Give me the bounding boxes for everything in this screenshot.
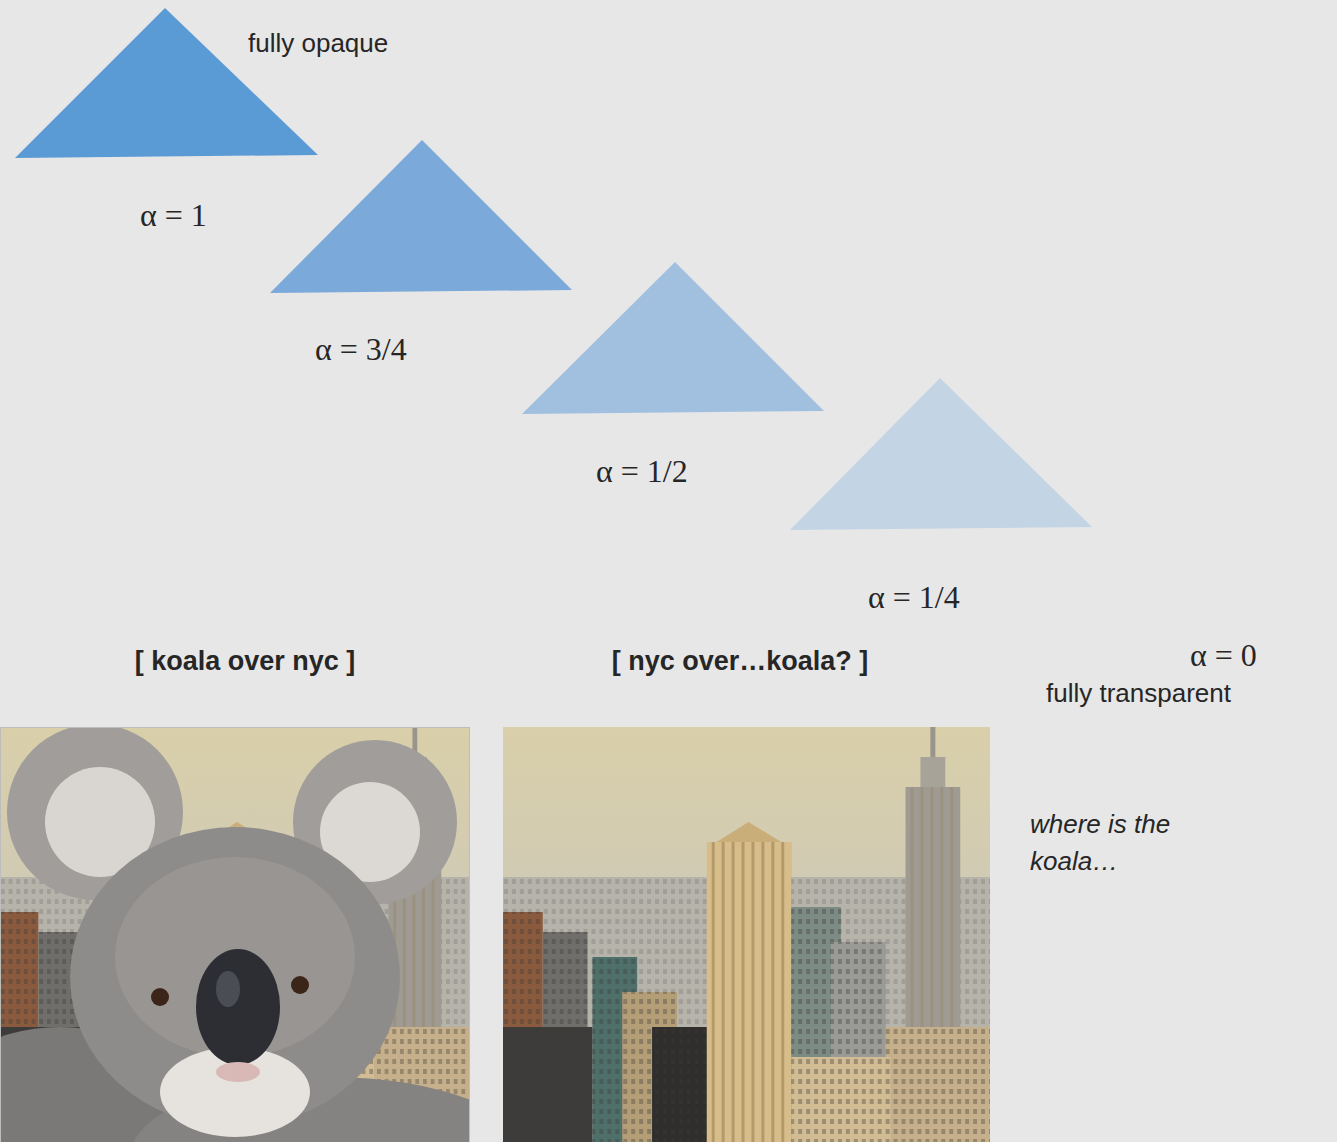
note: where is the koala… [1030,806,1205,880]
alpha-value: α = 0 [1190,636,1257,674]
triangle-half [522,262,824,414]
alpha-value: α = 3/4 [315,330,407,368]
triangle-three-quarter [270,140,572,293]
image-title: [ koala over nyc ] [0,645,490,677]
alpha-value: α = 1/4 [868,578,960,616]
image-title: [ nyc over…koala? ] [495,645,985,677]
nyc-photo [503,727,990,1142]
note: fully transparent [1046,678,1231,709]
triangle-quarter [790,378,1092,530]
alpha-value: α = 1/2 [596,452,688,490]
note: fully opaque [248,28,388,59]
koala-photo [0,724,530,1142]
alpha-value: α = 1 [140,196,207,234]
